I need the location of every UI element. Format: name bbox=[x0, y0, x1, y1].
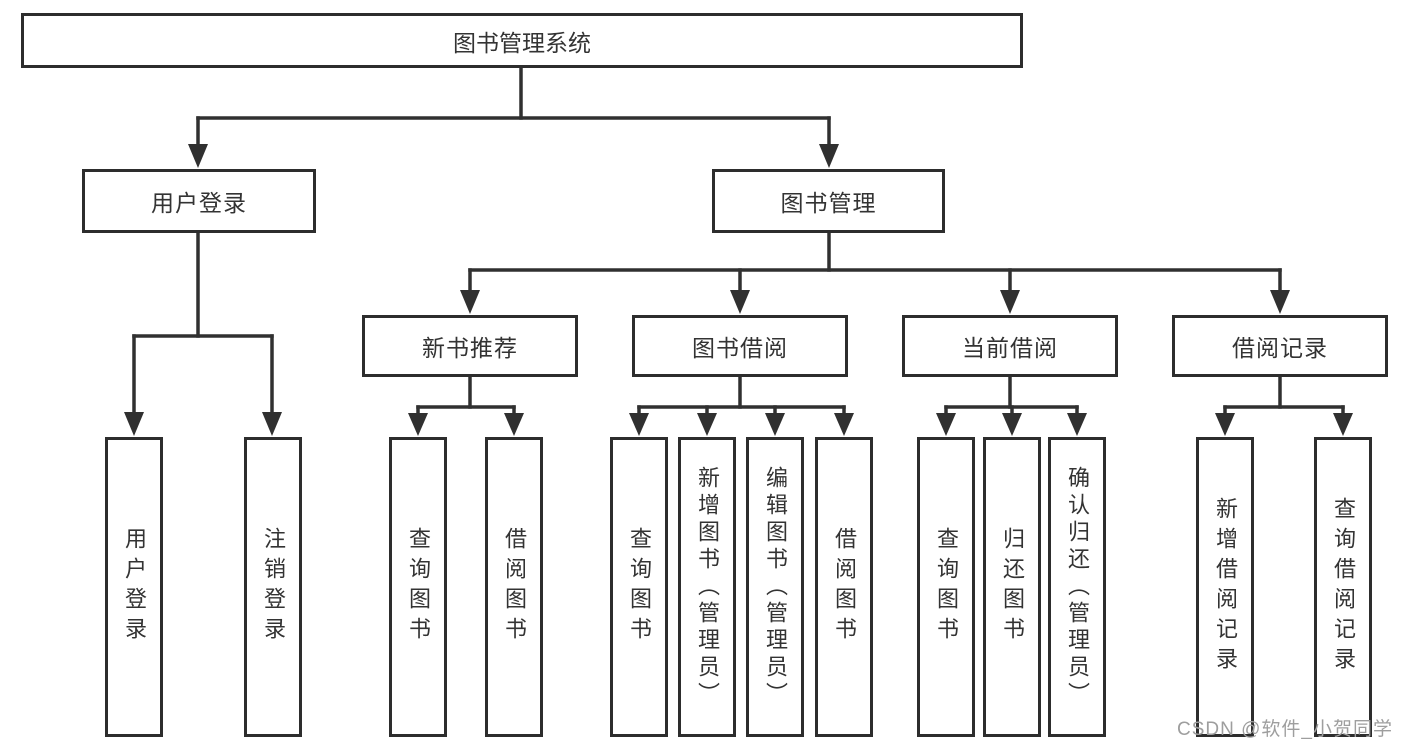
leaf-br-add-record-label: 新增借阅记录 bbox=[1213, 497, 1238, 677]
leaf-bb-add-books: 新增图书（管理员） bbox=[678, 437, 736, 737]
leaf-cb-return-books: 归还图书 bbox=[983, 437, 1041, 737]
node-book-borrow: 图书借阅 bbox=[632, 315, 848, 377]
leaf-cb-return-books-label: 归还图书 bbox=[1000, 527, 1025, 647]
leaf-br-add-record: 新增借阅记录 bbox=[1196, 437, 1254, 737]
node-current-borrow-label: 当前借阅 bbox=[962, 335, 1058, 361]
leaf-br-query-record-label: 查询借阅记录 bbox=[1331, 497, 1356, 677]
leaf-cb-confirm-return-label: 确认归还（管理员） bbox=[1065, 465, 1090, 709]
node-borrow-records: 借阅记录 bbox=[1172, 315, 1388, 377]
leaf-user-login: 用户登录 bbox=[105, 437, 163, 737]
node-root-system: 图书管理系统 bbox=[21, 13, 1023, 68]
leaf-nbr-borrow-books: 借阅图书 bbox=[485, 437, 543, 737]
leaf-bb-edit-books-label: 编辑图书（管理员） bbox=[763, 465, 788, 709]
node-root-label: 图书管理系统 bbox=[453, 29, 591, 56]
node-book-borrow-label: 图书借阅 bbox=[692, 335, 788, 361]
leaf-bb-borrow-books: 借阅图书 bbox=[815, 437, 873, 737]
node-book-mgmt: 图书管理 bbox=[712, 169, 945, 233]
leaf-cb-query-books: 查询图书 bbox=[917, 437, 975, 737]
leaf-bb-add-books-label: 新增图书（管理员） bbox=[695, 465, 720, 709]
leaf-bb-edit-books: 编辑图书（管理员） bbox=[746, 437, 804, 737]
node-new-book-rec-label: 新书推荐 bbox=[422, 335, 518, 361]
node-new-book-rec: 新书推荐 bbox=[362, 315, 578, 377]
leaf-bb-borrow-books-label: 借阅图书 bbox=[832, 527, 857, 647]
leaf-logout: 注销登录 bbox=[244, 437, 302, 737]
node-user-login: 用户登录 bbox=[82, 169, 316, 233]
csdn-watermark: CSDN @软件_小贺同学 bbox=[1177, 719, 1393, 740]
leaf-user-login-label: 用户登录 bbox=[122, 527, 147, 647]
leaf-bb-query-books: 查询图书 bbox=[610, 437, 668, 737]
node-borrow-records-label: 借阅记录 bbox=[1232, 335, 1328, 361]
leaf-br-query-record: 查询借阅记录 bbox=[1314, 437, 1372, 737]
leaf-nbr-borrow-books-label: 借阅图书 bbox=[502, 527, 527, 647]
leaf-nbr-query-books-label: 查询图书 bbox=[406, 527, 431, 647]
node-current-borrow: 当前借阅 bbox=[902, 315, 1118, 377]
node-user-login-label: 用户登录 bbox=[151, 190, 247, 216]
leaf-bb-query-books-label: 查询图书 bbox=[627, 527, 652, 647]
leaf-cb-query-books-label: 查询图书 bbox=[934, 527, 959, 647]
leaf-logout-label: 注销登录 bbox=[261, 527, 286, 647]
leaf-cb-confirm-return: 确认归还（管理员） bbox=[1048, 437, 1106, 737]
node-book-mgmt-label: 图书管理 bbox=[780, 190, 877, 216]
leaf-nbr-query-books: 查询图书 bbox=[389, 437, 447, 737]
